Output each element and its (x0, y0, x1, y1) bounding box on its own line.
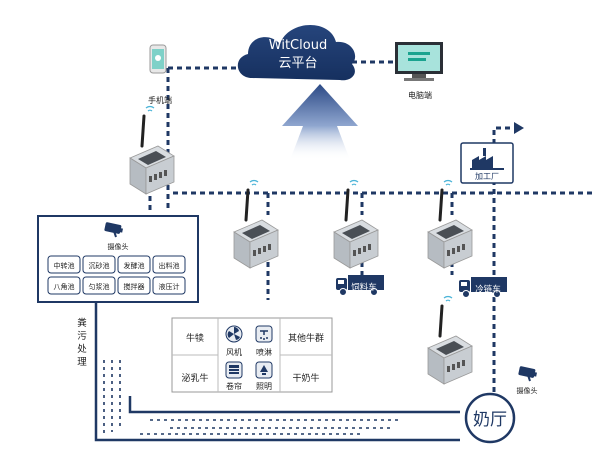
milk-hall-circle (464, 392, 516, 444)
gateway-device-icon (426, 294, 474, 386)
vertical-label-char: 处 (77, 343, 87, 355)
pool-cell (82, 276, 116, 295)
fan-icon (225, 325, 243, 343)
vertical-label-char: 污 (77, 330, 87, 342)
bottom-dashes (103, 360, 400, 436)
vertical-label-char: 理 (77, 357, 87, 368)
waste-camera-label: 摄像头 (108, 242, 129, 251)
pool-label: 发酵池 (124, 261, 145, 270)
barn-other-cattle: 其他牛群 (288, 332, 324, 344)
mobile-label: 手机端 (148, 95, 172, 105)
lighting-icon (255, 361, 273, 379)
connection-lines (148, 60, 595, 395)
cloud-icon (237, 24, 356, 81)
pc-monitor-icon (395, 42, 443, 81)
pool-label: 匀浆池 (89, 282, 110, 291)
bottom-flow-lines (94, 302, 460, 442)
pc-label: 电脑端 (408, 90, 432, 100)
pool-cell (117, 276, 151, 295)
mobile-phone-icon (149, 44, 167, 74)
pool-label: 八角池 (54, 282, 75, 291)
pool-label: 中转池 (54, 261, 75, 270)
pool-label: 沉砂池 (89, 261, 110, 270)
vertical-label-char: 粪 (77, 317, 87, 329)
curtain-icon (225, 361, 243, 379)
feed-truck-label: 饲料车 (351, 282, 377, 293)
upload-arrow-icon (282, 84, 358, 160)
right-camera-label: 摄像头 (517, 386, 538, 395)
pool-label: 出料池 (159, 261, 180, 270)
cloud-subtitle: 云平台 (278, 56, 317, 71)
pool-cell (47, 276, 81, 295)
curtain-label: 卷帘 (226, 381, 242, 391)
spray-label: 喷淋 (256, 347, 272, 357)
pool-cell (117, 255, 151, 274)
factory-label: 加工厂 (475, 171, 499, 181)
cold-truck-label: 冷链车 (475, 284, 501, 295)
pool-label: 搅拌器 (124, 282, 145, 291)
spray-icon (255, 325, 273, 343)
barn-panel (171, 317, 333, 393)
fan-label: 风机 (226, 347, 242, 357)
pool-cell (152, 276, 186, 295)
pool-cell (82, 255, 116, 274)
barn-calf: 牛犊 (186, 332, 204, 344)
pool-cell (152, 255, 186, 274)
barn-dry-cow: 干奶牛 (292, 372, 319, 384)
pool-label: 液压计 (159, 282, 180, 291)
exit-arrow-icon (514, 122, 524, 134)
cloud-title: WitCloud (269, 38, 327, 53)
factory-icon (460, 142, 514, 184)
barn-lactating-cow: 泌乳牛 (181, 372, 208, 384)
lighting-label: 照明 (256, 382, 272, 391)
pool-cell (47, 255, 81, 274)
milk-hall-label: 奶厅 (473, 410, 507, 430)
camera-icon (517, 365, 538, 382)
